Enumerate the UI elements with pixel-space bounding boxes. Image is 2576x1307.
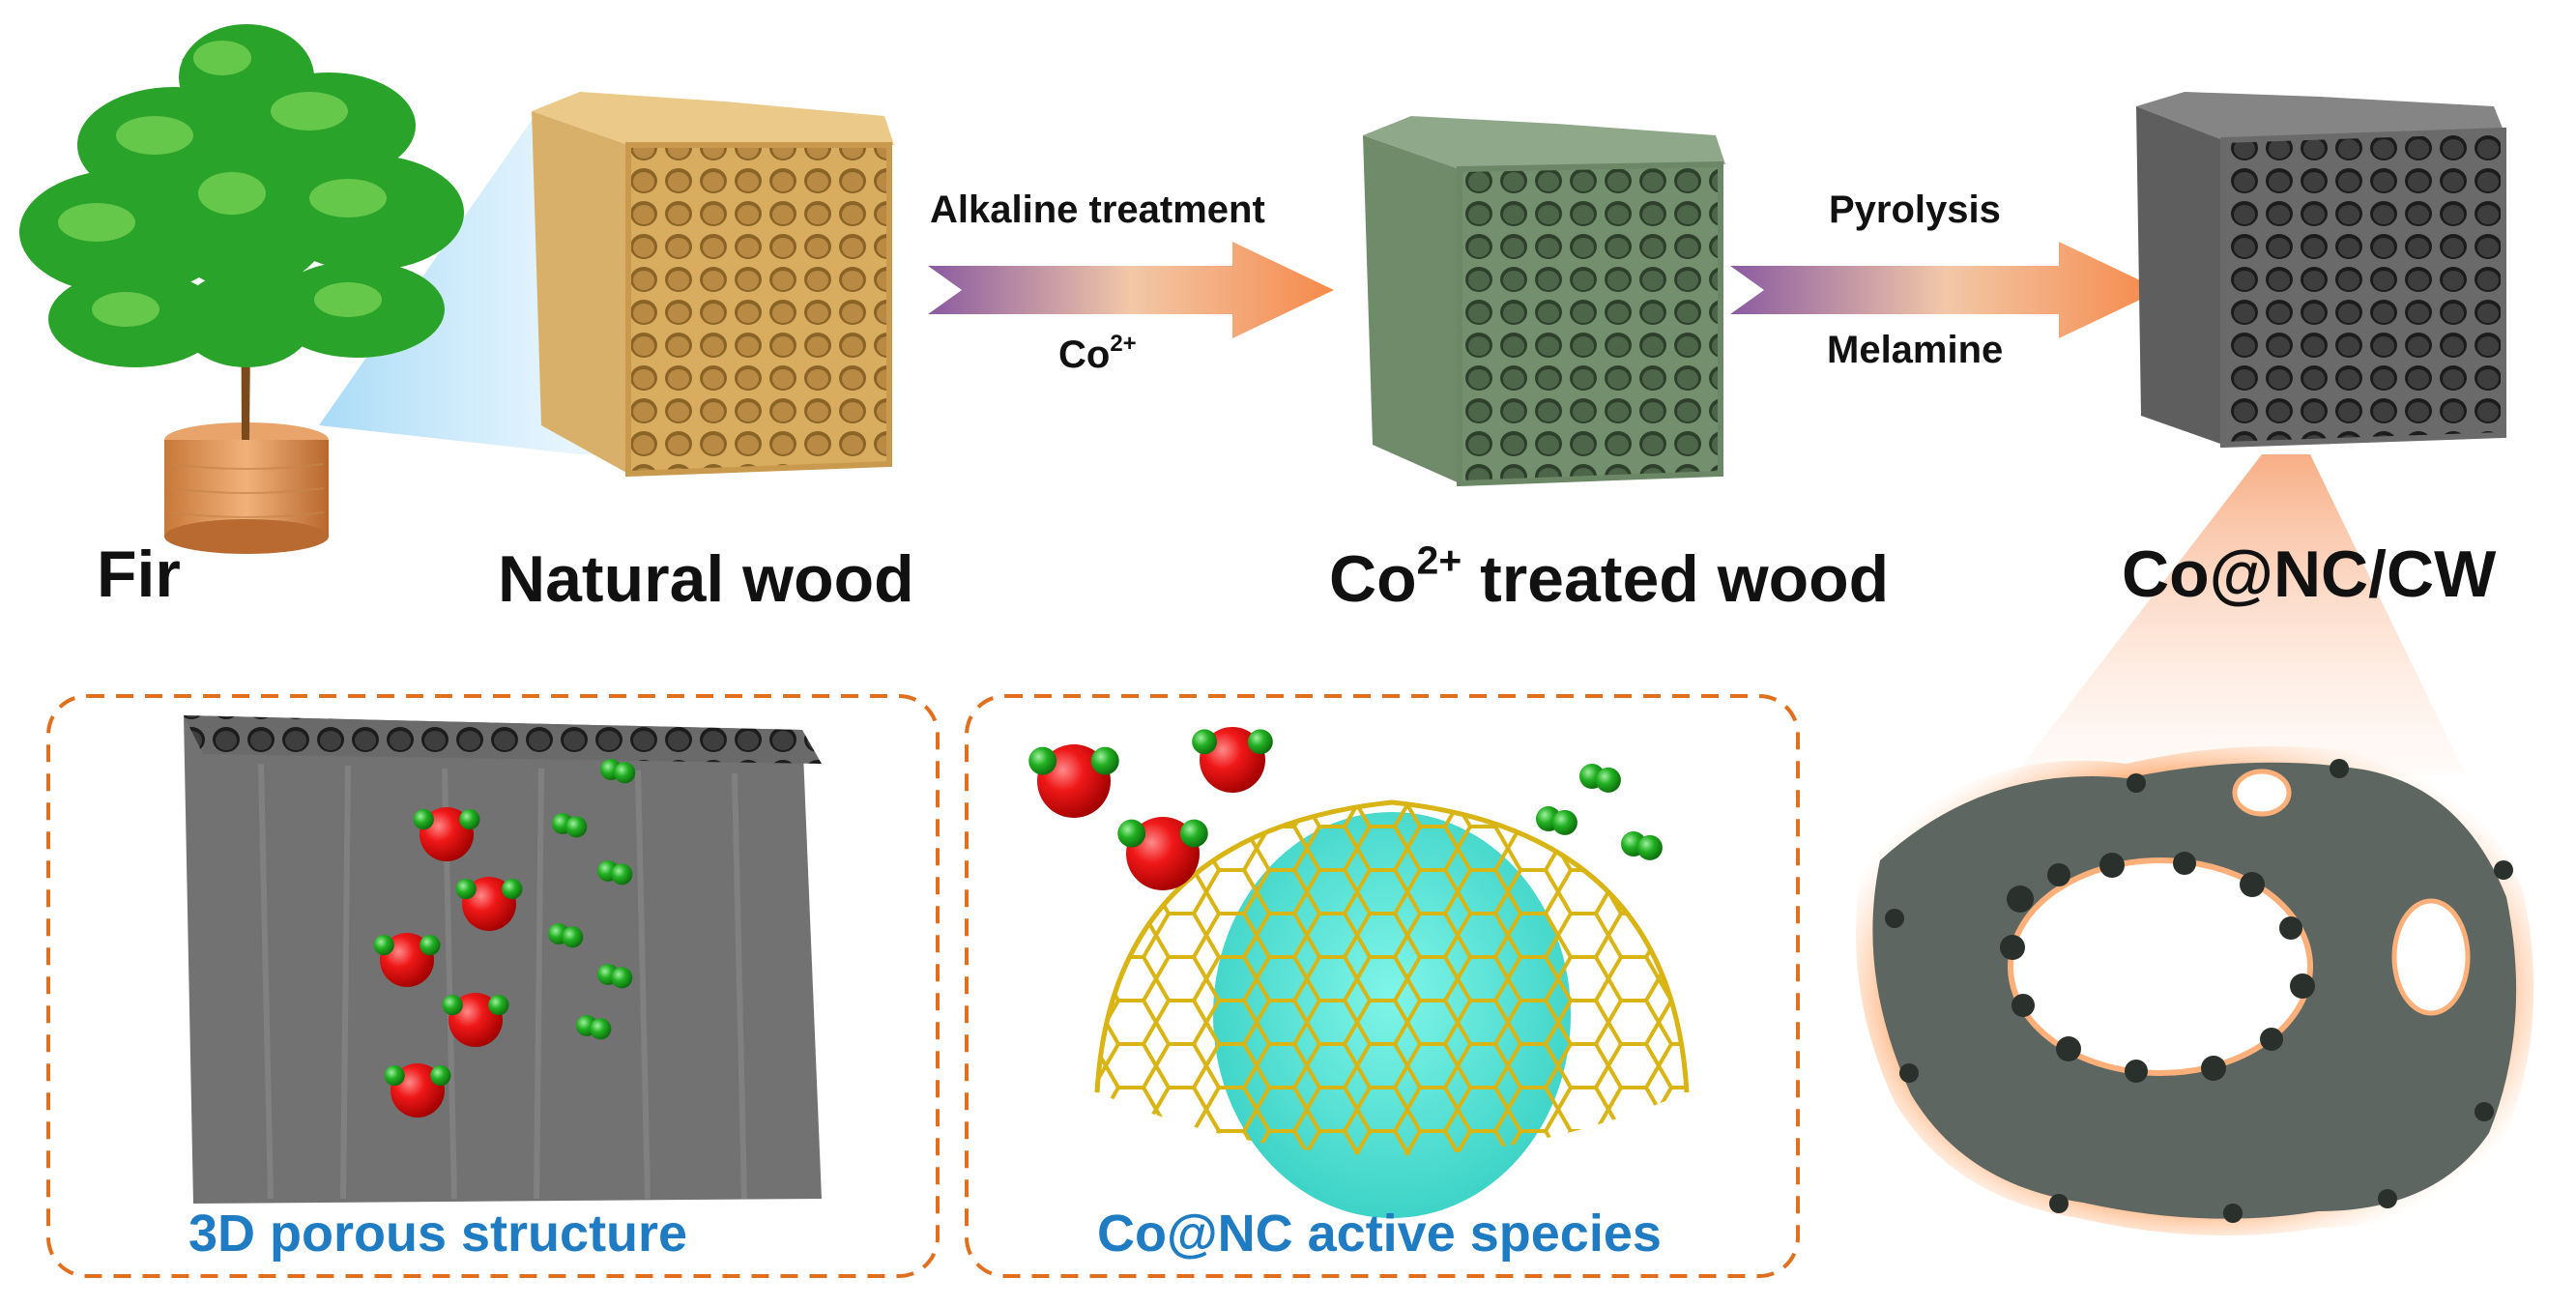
nitrogen-sphere [1551,809,1577,835]
nitrogen-sphere [420,934,441,956]
co-ion-base: Co [1058,334,1111,376]
nitrogen-sphere [1117,819,1146,848]
carbon-cross-section [1856,746,2534,1235]
nitrogen-sphere [1179,819,1208,848]
nitrogen-sphere [1247,729,1273,755]
natural-wood-label: Natural wood [498,542,914,616]
nitrogen-sphere [565,816,588,838]
carbon-wood-block [2136,92,2506,449]
nitrogen-sphere [455,878,477,900]
pyrolysis-label: Pyrolysis [1829,189,2001,231]
co-ion-superscript: 2+ [1110,331,1137,358]
fir-tree-illustration [19,24,696,554]
nitrogen-sphere [442,994,463,1016]
co-treated-suffix: treated wood [1462,542,1890,616]
arrow-step-2 [1730,242,2160,338]
nitrogen-sphere [502,878,523,900]
nitrogen-sphere [488,994,509,1016]
co-treated-superscript: 2+ [1416,537,1462,583]
nitrogen-sphere [1636,834,1663,860]
panel-3d-porous [46,694,940,1278]
alkaline-treatment-label: Alkaline treatment [930,189,1265,231]
nitrogen-sphere [614,762,636,784]
nitrogen-sphere [1192,729,1218,755]
natural-wood-block [532,92,894,478]
melamine-label: Melamine [1827,329,2004,371]
nitrogen-sphere [430,1064,451,1087]
nitrogen-sphere [562,926,584,948]
fir-label: Fir [97,537,181,611]
product-label: Co@NC/CW [2122,537,2497,611]
nitrogen-sphere [611,967,633,989]
co-ion-label: Co2+ [1058,331,1137,377]
arrow-step-1 [928,242,1334,338]
nitrogen-sphere [373,934,394,956]
co-treated-prefix: Co [1329,542,1417,616]
porous-structure-caption: 3D porous structure [188,1205,688,1263]
active-species-caption: Co@NC active species [1097,1205,1662,1263]
nitrogen-sphere [413,808,434,830]
nitrogen-sphere [590,1018,612,1040]
nitrogen-sphere [611,863,633,886]
porous-carbon-block [184,715,822,1204]
co-treated-wood-block [1363,116,1725,487]
nitrogen-sphere [1595,767,1621,793]
panel-active-species [965,694,1800,1278]
cobalt-nitrogen-clusters-middle [1028,727,1663,890]
nitrogen-sphere [1090,746,1119,775]
nitrogen-sphere [1028,746,1057,775]
cobalt-nitrogen-clusters-left [373,759,636,1118]
nitrogen-sphere [384,1064,405,1087]
zoom-beam [2001,454,2465,793]
co-treated-wood-label: Co2+ treated wood [1329,540,1890,617]
nitrogen-sphere [459,808,480,830]
